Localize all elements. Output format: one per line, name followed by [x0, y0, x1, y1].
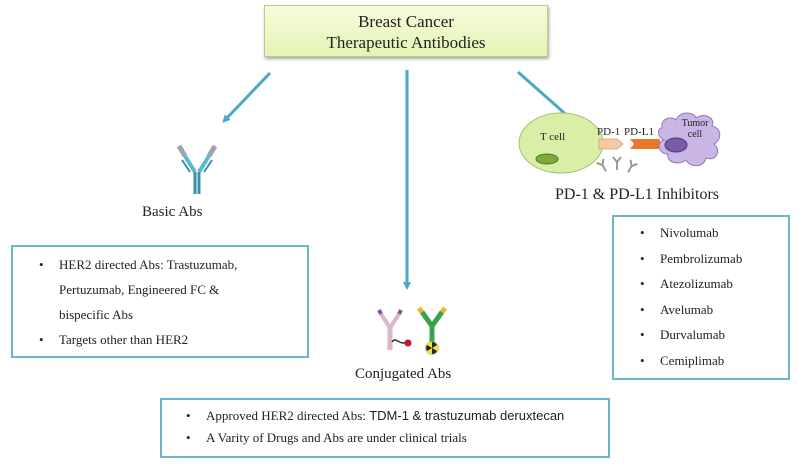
list-item: Targets other than HER2 — [13, 327, 307, 352]
list-item-line: Pertuzumab, Engineered FC & — [59, 282, 220, 297]
basic-abs-label: Basic Abs — [142, 204, 203, 220]
list-item: Pembrolizumab — [614, 246, 788, 272]
list-item: Durvalumab — [614, 322, 788, 348]
pd1-receptor — [598, 138, 624, 150]
list-item-line: HER2 directed Abs: Trastuzumab, — [59, 257, 238, 272]
list-item: Avelumab — [614, 297, 788, 323]
basic-abs-box: HER2 directed Abs: Trastuzumab, Pertuzum… — [11, 245, 309, 358]
pd-inhibitors-box: Nivolumab Pembrolizumab Atezolizumab Ave… — [612, 215, 790, 380]
list-item-line: bispecific Abs — [59, 307, 134, 322]
pd-inhibitors-list: Nivolumab Pembrolizumab Atezolizumab Ave… — [614, 220, 788, 373]
basic-abs-list: HER2 directed Abs: Trastuzumab, Pertuzum… — [13, 252, 307, 352]
tumor-cell-label: Tumor cell — [680, 118, 710, 140]
t-cell — [518, 112, 604, 174]
title-box: Breast Cancer Therapeutic Antibodies — [264, 5, 548, 57]
title-line-2: Therapeutic Antibodies — [326, 33, 486, 52]
conjugated-abs-label: Conjugated Abs — [355, 366, 452, 382]
pd-inhibitors-label: PD-1 & PD-L1 Inhibitors — [555, 186, 719, 203]
title-line-1: Breast Cancer — [358, 12, 454, 31]
tumor-cell-label-line: Tumor — [681, 118, 709, 129]
list-item: Atezolizumab — [614, 271, 788, 297]
t-cell-nucleus — [535, 153, 559, 165]
list-item: HER2 directed Abs: Trastuzumab, Pertuzum… — [13, 252, 307, 327]
pd1-label: PD-1 — [597, 126, 621, 138]
tumor-cell — [658, 112, 721, 167]
conjugated-abs-list: Approved HER2 directed Abs: TDM-1 & tras… — [162, 405, 608, 449]
inhibitor-antibodies — [596, 156, 638, 173]
list-item: Cemiplimab — [614, 348, 788, 374]
pdl1-label: PD-L1 — [624, 126, 654, 138]
tumor-cell-nucleus — [664, 137, 688, 153]
pd1-pdl1-illustration — [518, 112, 721, 174]
arrow-to-pd-inhibitors — [517, 70, 573, 121]
tumor-cell-label-line: cell — [687, 129, 703, 140]
drug-conjugated-antibody-icon — [377, 309, 412, 350]
list-item-suffix: TDM-1 & trastuzumab deruxtecan — [369, 408, 565, 423]
list-item: A Varity of Drugs and Abs are under clin… — [162, 427, 608, 449]
antibody-icon — [176, 144, 218, 194]
list-item: Nivolumab — [614, 220, 788, 246]
t-cell-label: T cell — [540, 131, 566, 143]
pdl1-ligand — [630, 139, 660, 149]
conjugated-abs-box: Approved HER2 directed Abs: TDM-1 & tras… — [160, 398, 610, 458]
radio-conjugated-antibody-icon — [417, 306, 447, 355]
arrow-to-basic-abs — [222, 71, 272, 123]
list-item: Approved HER2 directed Abs: TDM-1 & tras… — [162, 405, 608, 427]
list-item-prefix: Approved HER2 directed Abs: — [206, 408, 370, 423]
